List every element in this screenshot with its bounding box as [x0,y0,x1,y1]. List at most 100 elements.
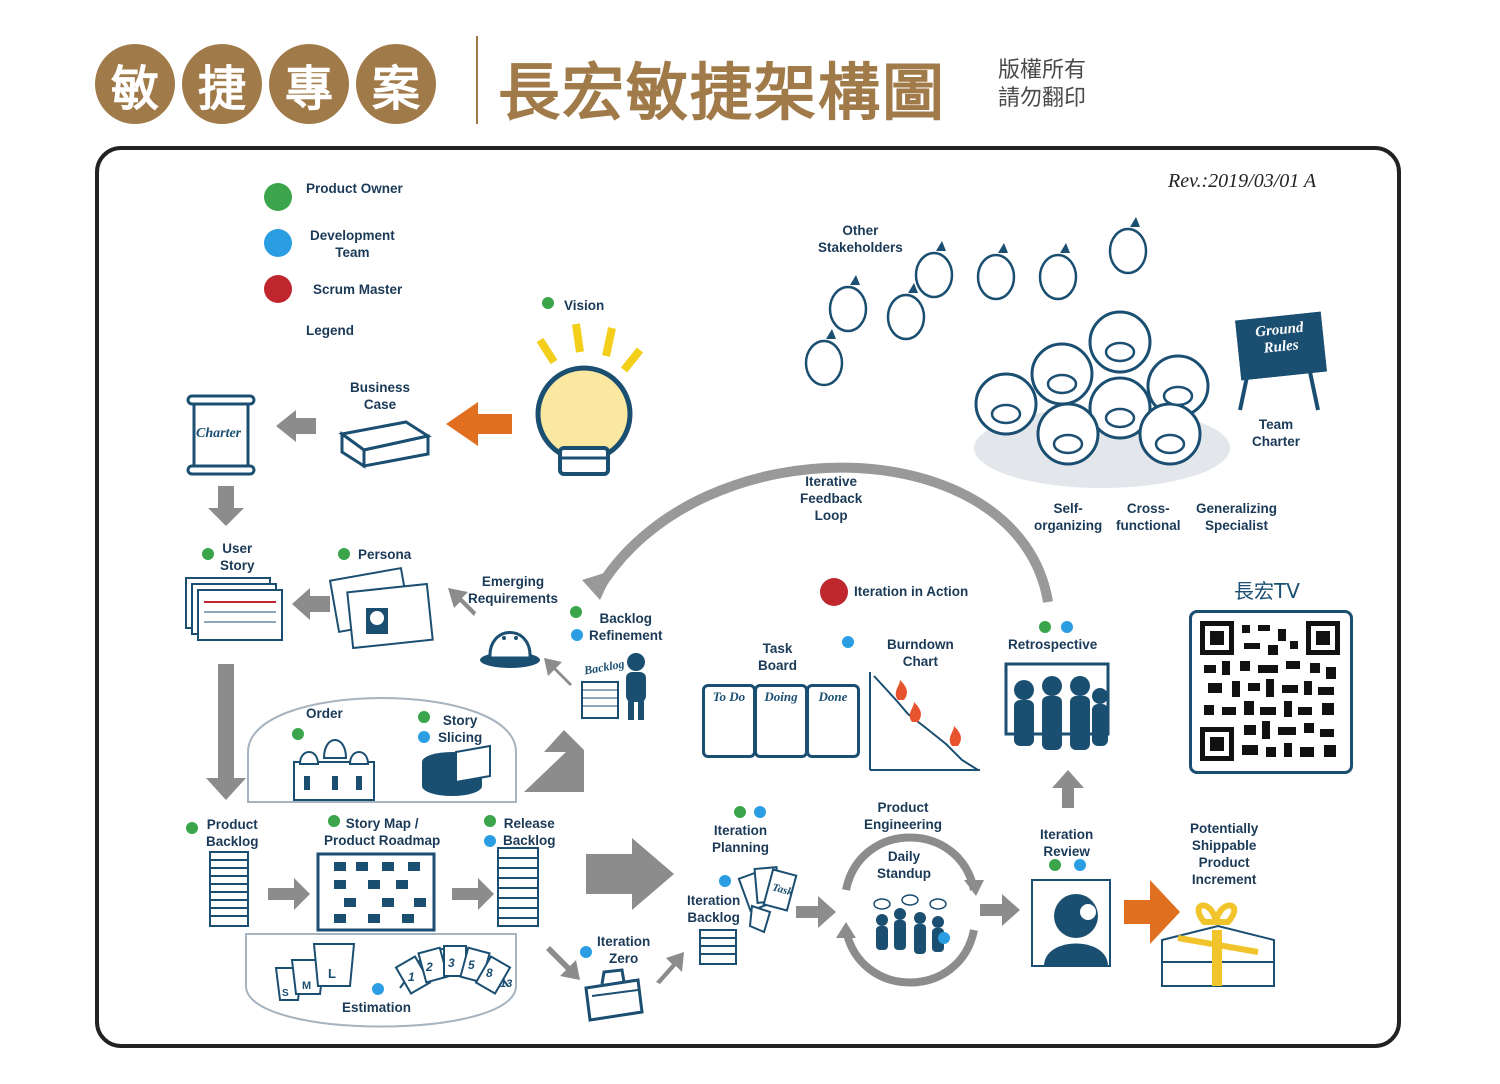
review-team-dot [1074,859,1086,871]
feedback-loop-arrowhead [582,570,614,600]
ground-rules-board: Ground Rules [1235,311,1327,381]
arrow-productbacklog-storymap [268,878,310,910]
story-map-po-dot [328,815,340,827]
legend-development-team-dot [264,229,292,257]
arrow-refinement-emerging [544,658,572,686]
header-char-4: 案 [356,44,436,124]
copyright-line-1: 版權所有 [998,58,1087,83]
iteration-in-action-dot [820,578,848,606]
arrow-storymap-release [452,878,494,910]
review-po-dot [1049,859,1061,871]
estimation-icons [274,943,512,1001]
release-backlog-stack-icon [497,847,539,927]
legend-development-team: Development Team [310,228,395,260]
arrow-emerging-persona [448,588,476,616]
legend-scrum-master-dot [264,275,292,303]
vision-label: Vision [564,298,605,313]
business-case-label: Business Case [350,380,411,412]
persona-cards-icon [328,566,434,650]
arrow-charter-userstory [208,486,244,526]
daily-standup-label: Daily Standup [877,849,931,881]
story-slicing-label: Story Slicing [438,713,483,745]
task-board-todo-label: To Do [712,689,746,704]
arrow-persona-userstory [292,588,330,620]
story-map-label: Story Map / Product Roadmap [324,816,441,848]
arrow-review-increment [1124,880,1180,944]
lightbulb-icon [535,323,644,476]
cake-icon [422,744,491,796]
header-char-3: 專 [269,44,349,124]
slicing-po-dot [418,711,430,723]
estimation-size-l: L [328,966,336,981]
iteration-planning-label: Iteration Planning [712,823,769,855]
retro-team-dot [1061,621,1073,633]
release-backlog-team-dot [484,835,496,847]
groundhog-icon [480,631,540,668]
task-board-todo-column: To Do [702,684,756,758]
estimation-card-5: 5 [468,958,475,972]
estimation-card-1: 1 [408,970,415,984]
arrow-business-charter [276,410,316,442]
estimation-card-13: 13 [500,978,513,990]
iteration-zero-team-dot [580,946,592,958]
release-backlog-po-dot [484,815,496,827]
estimation-card-8: 8 [486,966,493,980]
cathedral-icon [293,739,375,801]
burndown-chart-label: Burndown Chart [887,637,954,669]
toolbox-icon [584,968,644,1022]
qr-code[interactable] [1189,610,1353,774]
estimation-label: Estimation [342,1000,412,1015]
estimation-size-m: M [302,980,312,992]
planning-po-dot [734,806,746,818]
retro-po-dot [1039,621,1051,633]
iteration-in-action-label: Iteration in Action [854,584,969,599]
product-backlog-stack-icon [209,851,249,927]
planning-team-dot [754,806,766,818]
arrow-backlog-engineering [796,896,836,928]
legend-scrum-master: Scrum Master [313,282,403,297]
standup-team-dot [938,932,950,944]
task-board-done-label: Done [818,689,848,704]
iteration-backlog-label: Iteration Backlog [687,893,741,925]
backlog-refinement-label: Backlog Refinement [589,611,663,643]
pigs-icon [974,310,1210,466]
persona-label: Persona [358,547,412,562]
standup-loop-bottom [842,929,978,987]
standup-team-icon [873,894,947,954]
arrow-engineering-review [980,894,1020,926]
user-story-po-dot [202,548,214,560]
estimation-card-2: 2 [426,960,433,974]
potentially-shippable-label: Potentially Shippable Product Increment [1190,821,1259,887]
order-po-dot [292,728,304,740]
estimation-card-3: 3 [448,956,455,970]
copyright-line-2: 請勿翻印 [998,86,1087,111]
task-board-done-column: Done [806,684,860,758]
product-backlog-po-dot [186,822,198,834]
refinement-po-dot [570,606,582,618]
header-divider [476,36,478,124]
retrospective-team-icon [1004,662,1110,750]
tv-label: 長宏TV [1234,579,1300,603]
iteration-review-label: Iteration Review [1040,827,1094,859]
task-board-doing-label: Doing [764,689,798,704]
vision-po-dot [542,297,554,309]
task-board-label: Task Board [758,641,798,673]
product-backlog-label: Product Backlog [206,817,259,849]
iterative-feedback-loop-label: Iterative Feedback Loop [800,474,863,523]
iteration-backlog-stack-icon [699,929,737,965]
arrow-vision-business [446,402,512,446]
burndown-chart-icon [869,672,980,771]
arrow-userstory-productbacklog [206,664,246,800]
ground-rules-label: Ground Rules [1254,319,1305,357]
charter-scroll-icon [186,394,256,476]
iteration-zero-label: Iteration Zero [597,934,651,966]
iteration-backlog-team-dot [719,875,731,887]
task-board-doing-column: Doing [754,684,808,758]
generalizing-specialist-label: Generalizing Specialist [1196,501,1278,533]
briefcase-icon [338,420,432,469]
legend-product-owner: Product Owner [306,181,403,196]
story-cards-icon [185,577,283,641]
qr-code-pattern [1200,621,1340,761]
feedback-loop-arc [593,462,1053,603]
order-label: Order [306,706,343,721]
